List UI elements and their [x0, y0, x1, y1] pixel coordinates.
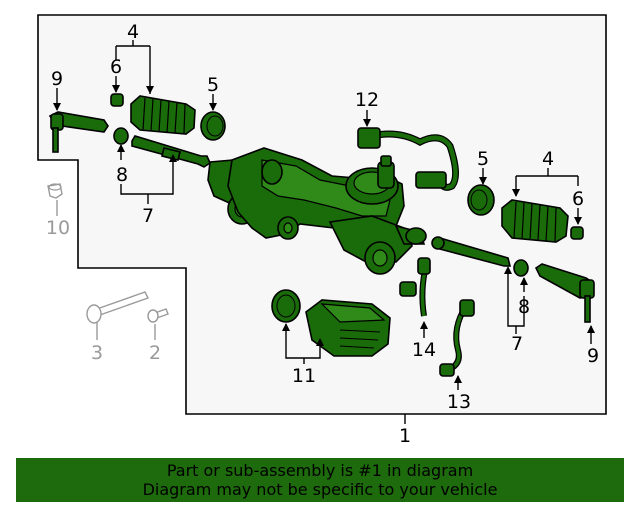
callout-13: 13 — [447, 391, 471, 413]
bolt-long-gray[interactable] — [86, 291, 149, 324]
grommet-gray[interactable] — [47, 183, 63, 199]
callout-10: 10 — [46, 217, 70, 239]
seal-right[interactable] — [467, 184, 495, 216]
outer-tie-rod-end-left[interactable] — [48, 111, 109, 153]
steering-gear-assembly[interactable] — [207, 147, 427, 275]
callout-7-left: 7 — [142, 205, 154, 227]
callout-5-right: 5 — [477, 148, 489, 170]
seal-left[interactable] — [200, 111, 226, 141]
parts-diagram: 4 6 9 5 8 7 12 5 4 6 8 7 9 14 11 13 1 10… — [37, 14, 607, 447]
boot-clamp-right[interactable] — [570, 226, 584, 240]
leader-lines — [53, 40, 595, 424]
callout-8-right: 8 — [518, 296, 530, 318]
jam-nut-left[interactable] — [113, 127, 129, 145]
callout-5-left: 5 — [207, 74, 219, 96]
boot-clamp-left[interactable] — [110, 93, 124, 107]
callout-11: 11 — [292, 365, 316, 387]
callout-8-left: 8 — [116, 164, 128, 186]
callout-1: 1 — [399, 425, 411, 447]
rack-boot-right[interactable] — [501, 199, 569, 243]
callout-2: 2 — [149, 342, 161, 364]
power-steering-motor[interactable] — [271, 289, 391, 357]
callout-4-right: 4 — [542, 148, 554, 170]
callout-7-right: 7 — [511, 333, 523, 355]
callout-12: 12 — [355, 89, 379, 111]
callout-4-left: 4 — [127, 21, 139, 43]
callout-6-left: 6 — [110, 56, 122, 78]
callout-14: 14 — [412, 339, 436, 361]
wiring-harness-connector[interactable] — [357, 127, 459, 191]
inner-tie-rod-right[interactable] — [431, 236, 512, 267]
callout-3: 3 — [91, 342, 103, 364]
bolt-short-gray[interactable] — [147, 308, 169, 323]
sensor-harness[interactable] — [439, 299, 475, 377]
rack-boot-left[interactable] — [130, 95, 196, 135]
callout-labels: 4 6 9 5 8 7 12 5 4 6 8 7 9 14 11 13 1 10… — [46, 21, 599, 447]
steering-sensor[interactable] — [399, 257, 431, 317]
banner-line-2: Diagram may not be specific to your vehi… — [142, 480, 498, 499]
jam-nut-right[interactable] — [513, 259, 529, 277]
banner-line-1: Part or sub-assembly is #1 in diagram — [166, 461, 474, 480]
callout-9-right: 9 — [587, 345, 599, 367]
info-banner: Part or sub-assembly is #1 in diagram Di… — [16, 458, 624, 502]
callout-6-right: 6 — [572, 188, 584, 210]
outer-tie-rod-end-right[interactable] — [534, 263, 595, 323]
callout-9-left: 9 — [51, 68, 63, 90]
